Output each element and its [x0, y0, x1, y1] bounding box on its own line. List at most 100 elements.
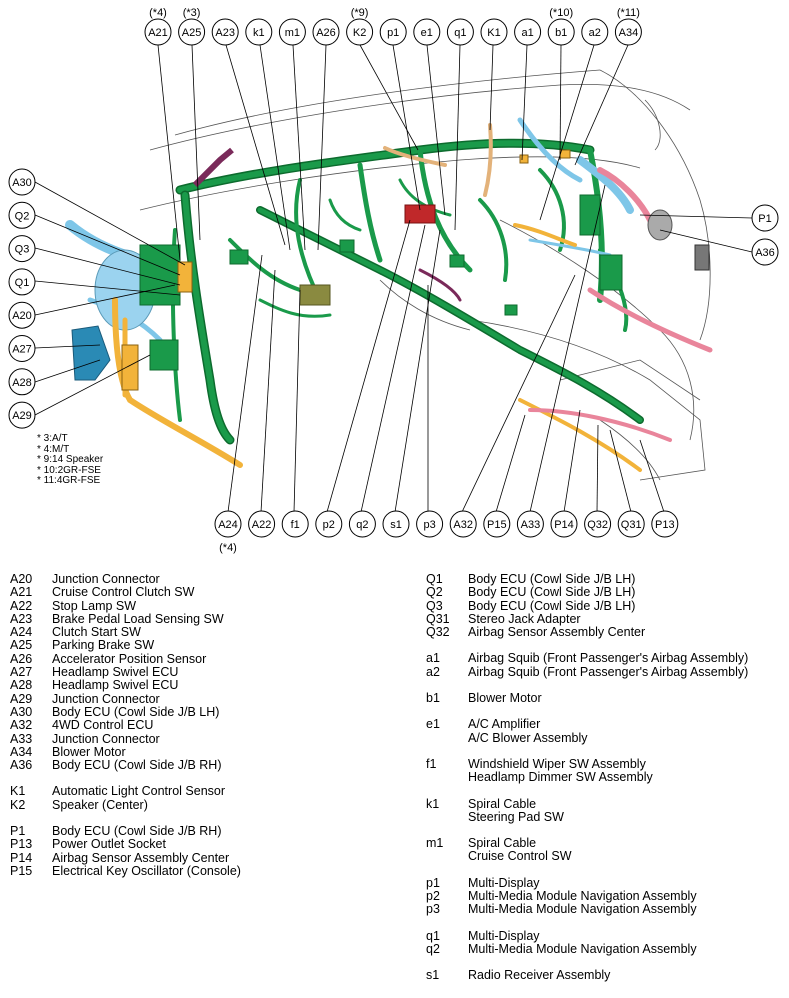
legend-description: Spiral Cable [468, 796, 537, 811]
legend-code: p3 [426, 902, 440, 917]
svg-text:m1: m1 [285, 27, 300, 39]
legend-code: P13 [10, 837, 33, 852]
legend-row: Steering Pad SW [426, 810, 748, 824]
connector-label-p3: p3 [416, 510, 444, 538]
legend-description: Radio Receiver Assembly [468, 968, 611, 983]
connector-label-A32: A32 [449, 510, 477, 538]
legend-code: P14 [10, 850, 33, 865]
legend-code: m1 [426, 836, 444, 851]
harness-pink [418, 167, 713, 442]
footnote: * 9:14 Speaker [37, 454, 104, 465]
legend-code: a2 [426, 664, 440, 679]
svg-text:p2: p2 [323, 519, 335, 531]
legend-code: q2 [426, 941, 440, 956]
legend-description: Brake Pedal Load Sensing SW [52, 611, 224, 626]
svg-text:A26: A26 [316, 27, 336, 39]
footnote: * 10:2GR-FSE [37, 464, 101, 476]
svg-text:s1: s1 [390, 519, 402, 531]
legend-description: Junction Connector [52, 691, 160, 706]
svg-text:A34: A34 [619, 27, 639, 39]
legend-code: A25 [10, 638, 33, 653]
connector-label-A21: A21(*4) [144, 7, 172, 46]
legend-row: A20 Junction Connector [10, 572, 241, 586]
connector-label-A33: A33 [516, 510, 544, 538]
legend-description: Headlamp Swivel ECU [52, 678, 179, 693]
svg-text:A23: A23 [215, 27, 235, 39]
legend-row: Headlamp Dimmer SW Assembly [426, 770, 748, 784]
legend-description: Stop Lamp SW [52, 598, 137, 613]
connector-label-q2: q2 [348, 510, 376, 538]
svg-text:f1: f1 [291, 519, 300, 531]
legend-description: 4WD Control ECU [52, 718, 154, 733]
connector-label-A29: A29 [8, 401, 36, 429]
svg-text:K2: K2 [353, 27, 366, 39]
legend-code: K1 [10, 784, 26, 799]
motor-connector-right [647, 209, 710, 271]
connector-label-P14: P14 [550, 510, 578, 538]
svg-text:p1: p1 [387, 27, 399, 39]
connector-label-A20: A20 [8, 301, 36, 329]
connector-label-Q2: Q2 [8, 201, 36, 229]
legend-description: Multi-Media Module Navigation Assembly [468, 941, 697, 956]
connector-label-A34: A34(*11) [614, 7, 642, 46]
legend-description: Blower Motor [468, 691, 542, 706]
legend-row: P14 Airbag Sensor Assembly Center [10, 850, 241, 865]
connector-note: (*10) [549, 7, 573, 19]
connector-label-A27: A27 [8, 335, 36, 362]
legend-row: A/C Blower Assembly [426, 731, 748, 745]
svg-text:A29: A29 [12, 410, 32, 422]
legend-description: Spiral Cable [468, 836, 537, 851]
legend-description: Body ECU (Cowl Side J/B LH) [468, 572, 636, 586]
legend-description: Junction Connector [52, 572, 160, 586]
legend-code: A33 [10, 731, 33, 746]
legend-code: P15 [10, 863, 33, 878]
legend-gap [426, 785, 748, 798]
legend-code: A20 [10, 572, 33, 586]
harness-green [170, 138, 644, 445]
legend-code: A26 [10, 651, 33, 666]
legend-code: K2 [10, 797, 26, 812]
legend-description: Airbag Sensor Assembly Center [52, 850, 230, 865]
legend-code: A22 [10, 598, 33, 613]
footnote: * 11:4GR-FSE [37, 475, 101, 486]
legend-description: Body ECU (Cowl Side J/B LH) [52, 704, 220, 719]
svg-text:A28: A28 [12, 377, 32, 389]
connector-label-a2: a2 [581, 18, 609, 46]
legend-gap [426, 917, 748, 930]
legend-description: Airbag Squib (Front Passenger's Airbag A… [468, 651, 749, 666]
legend-description: Cruise Control Clutch SW [52, 585, 195, 600]
svg-text:k1: k1 [253, 27, 265, 39]
legend-code: A30 [10, 704, 33, 719]
legend-code: A29 [10, 691, 33, 706]
legend-code: A34 [10, 744, 33, 759]
connector-label-P15: P15 [483, 510, 511, 538]
legend-description: Multi-Media Module Navigation Assembly [468, 889, 697, 904]
connector-label-e1: e1 [413, 18, 441, 46]
legend-code: Q31 [426, 611, 450, 626]
footnote: * 4:M/T [37, 443, 70, 455]
legend-row: A25 Parking Brake SW [10, 638, 241, 653]
legend-description: Parking Brake SW [52, 638, 155, 653]
svg-text:A33: A33 [521, 519, 541, 531]
legend-code [426, 850, 468, 863]
connector-label-a1: a1 [514, 18, 542, 46]
svg-text:K1: K1 [487, 27, 500, 39]
legend-description: Electrical Key Oscillator (Console) [52, 863, 241, 878]
vehicle-outline [139, 69, 711, 481]
legend-description: Automatic Light Control Sensor [52, 784, 226, 799]
svg-text:A30: A30 [12, 177, 32, 189]
